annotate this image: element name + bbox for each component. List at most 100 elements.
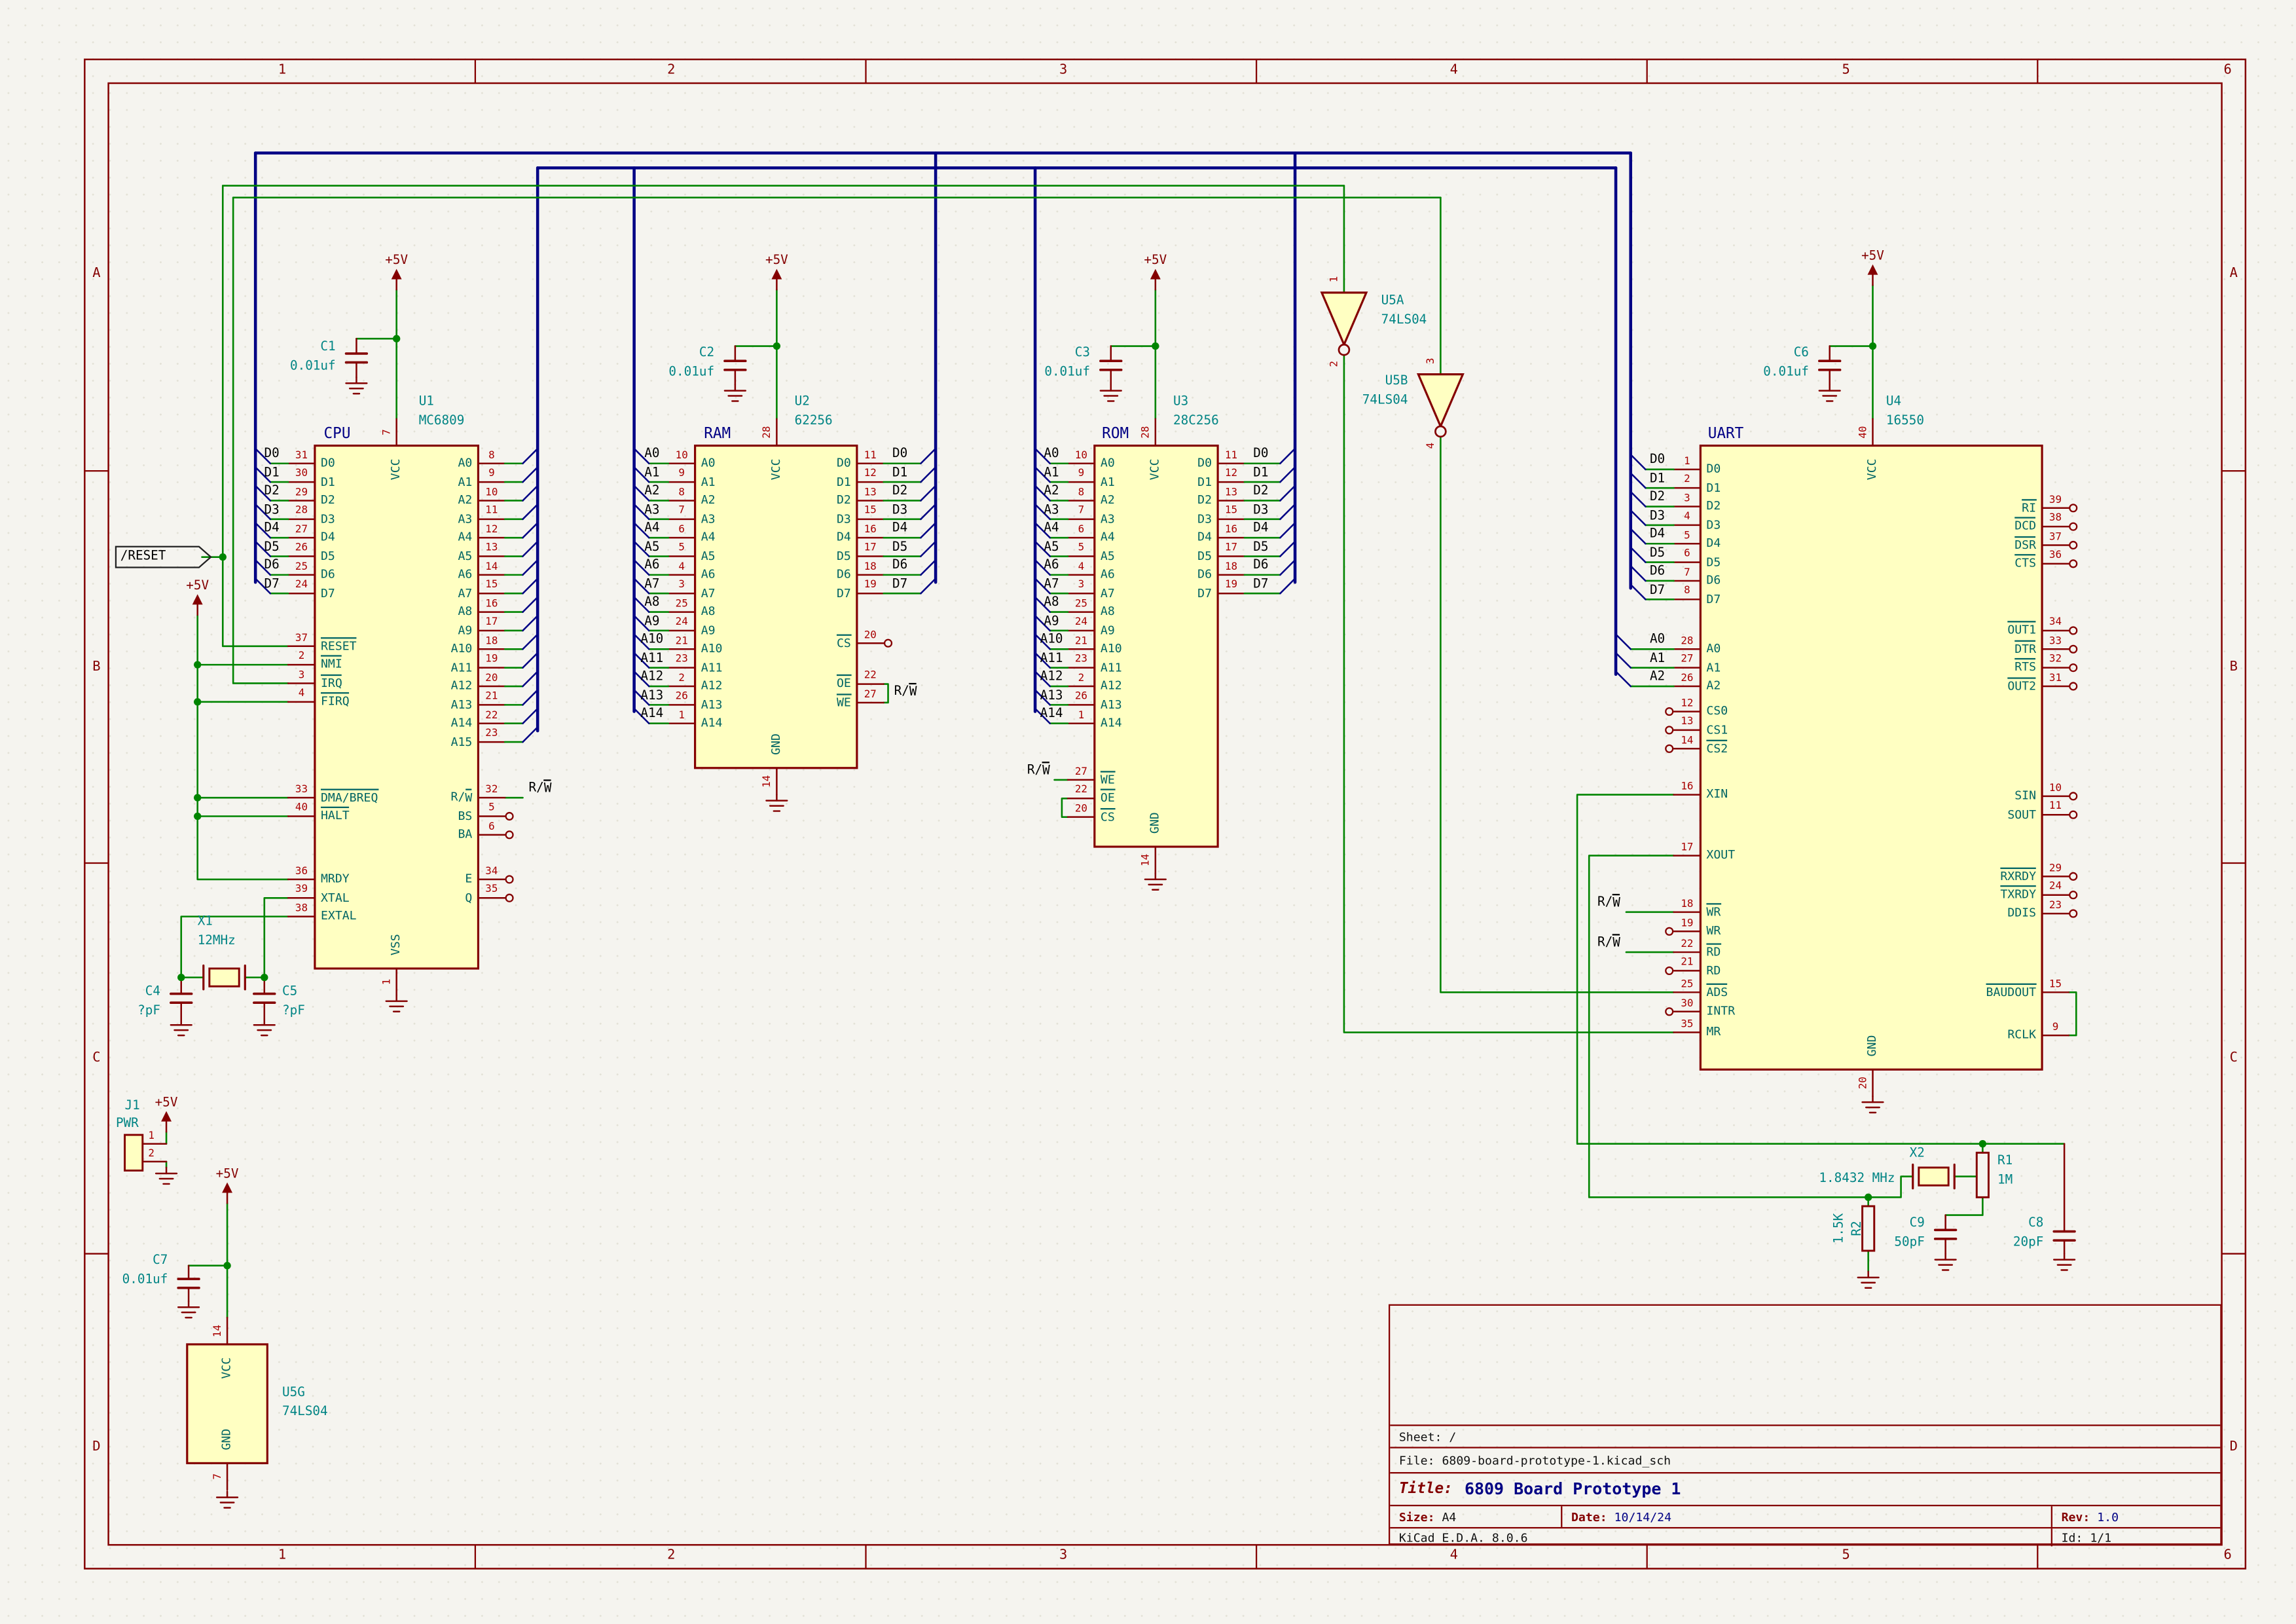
net-label[interactable]: A11 <box>640 651 664 666</box>
net-label[interactable]: A10 <box>1040 632 1063 648</box>
component-ref[interactable]: 62256 <box>794 414 833 430</box>
component-ref[interactable]: MC6809 <box>418 414 465 430</box>
component-ref[interactable]: U5A <box>1381 293 1404 309</box>
net-label[interactable]: D4 <box>892 521 908 536</box>
net-label[interactable]: D2 <box>1649 490 1666 505</box>
wire[interactable] <box>1588 855 1914 1198</box>
ic-body-ram[interactable] <box>694 444 858 769</box>
section-heading[interactable]: CPU <box>323 426 351 443</box>
net-label[interactable]: D4 <box>1253 521 1269 536</box>
net-label[interactable]: A5 <box>1044 540 1059 555</box>
net-label[interactable]: D3 <box>1253 502 1269 517</box>
net-label[interactable]: D3 <box>1649 508 1666 524</box>
component-ref[interactable]: C9 <box>1909 1216 1925 1231</box>
component-ref[interactable]: 74LS04 <box>282 1405 328 1420</box>
wire[interactable] <box>196 614 289 881</box>
ic-body-u5g[interactable] <box>186 1343 268 1464</box>
component-ref[interactable]: C5 <box>282 984 298 1000</box>
net-label[interactable]: A10 <box>640 632 664 648</box>
net-label[interactable]: A13 <box>640 688 664 703</box>
net-label[interactable]: D2 <box>1253 483 1269 499</box>
net-label[interactable]: D1 <box>892 465 908 481</box>
component-ref[interactable]: X1 <box>197 914 213 930</box>
net-label[interactable]: A14 <box>640 707 664 722</box>
net-label[interactable]: A0 <box>1044 447 1059 462</box>
net-label[interactable]: A2 <box>1044 483 1059 499</box>
component-ref[interactable]: U1 <box>418 394 434 410</box>
net-label[interactable]: D0 <box>1649 452 1666 468</box>
component-ref[interactable]: C2 <box>699 345 715 361</box>
component-ref[interactable]: R2 <box>1850 1221 1865 1236</box>
net-label[interactable]: D6 <box>892 558 908 574</box>
component-ref[interactable]: C6 <box>1793 345 1809 361</box>
net-label[interactable]: D7 <box>1253 576 1269 592</box>
net-label[interactable]: A8 <box>1044 595 1059 610</box>
wire[interactable] <box>1343 354 1675 1033</box>
net-label[interactable]: A9 <box>644 614 660 629</box>
component-ref[interactable]: C1 <box>320 339 336 355</box>
component-ref[interactable]: 28C256 <box>1173 414 1219 430</box>
net-label[interactable]: D5 <box>1649 545 1666 561</box>
net-label[interactable]: R/W <box>529 779 552 796</box>
component-ref[interactable]: U4 <box>1886 394 1902 410</box>
connector-body-j1[interactable] <box>124 1134 144 1172</box>
net-label[interactable]: A11 <box>1040 651 1063 666</box>
wire[interactable] <box>2068 991 2077 1037</box>
net-label[interactable]: D6 <box>1253 558 1269 574</box>
component-ref[interactable]: U3 <box>1173 394 1189 410</box>
component-ref[interactable]: C4 <box>145 984 160 1000</box>
component-ref[interactable]: 12MHz <box>197 934 236 949</box>
net-label[interactable]: A7 <box>1044 576 1059 592</box>
component-ref[interactable]: PWR <box>115 1116 139 1132</box>
net-label[interactable]: A6 <box>644 558 660 574</box>
net-label[interactable]: D0 <box>1253 447 1269 462</box>
component-ref[interactable]: U5G <box>282 1385 305 1401</box>
net-label[interactable]: D5 <box>892 540 908 555</box>
net-label[interactable]: A12 <box>640 669 664 685</box>
net-label[interactable]: A1 <box>1044 465 1059 481</box>
wire[interactable] <box>180 915 289 978</box>
section-heading[interactable]: ROM <box>1102 426 1129 443</box>
net-label[interactable]: D5 <box>1253 540 1269 555</box>
net-label[interactable]: D2 <box>892 483 908 499</box>
net-label[interactable]: D3 <box>892 502 908 517</box>
component-ref[interactable]: 16550 <box>1886 414 1924 430</box>
net-label[interactable]: A2 <box>644 483 660 499</box>
net-label[interactable]: R/W <box>1597 933 1620 951</box>
component-ref[interactable]: 20pF <box>2013 1235 2044 1251</box>
net-label[interactable]: D4 <box>264 521 280 536</box>
net-label[interactable]: A1 <box>644 465 660 481</box>
net-label[interactable]: D0 <box>264 447 280 462</box>
component-ref[interactable]: 50pF <box>1894 1235 1925 1251</box>
wire[interactable] <box>244 896 289 978</box>
net-label[interactable]: A13 <box>1040 688 1063 703</box>
component-ref[interactable]: 1.8432 MHz <box>1819 1172 1895 1187</box>
net-label[interactable]: D1 <box>264 465 280 481</box>
net-label[interactable]: D1 <box>1649 471 1666 487</box>
component-ref[interactable]: 0.01uf <box>1763 365 1809 380</box>
component-ref[interactable]: C7 <box>153 1253 168 1268</box>
net-label[interactable]: A14 <box>1040 707 1063 722</box>
net-label[interactable]: A5 <box>644 540 660 555</box>
section-heading[interactable]: UART <box>1707 426 1744 443</box>
component-ref[interactable]: 0.01uf <box>668 365 715 380</box>
net-label[interactable]: A4 <box>1044 521 1059 536</box>
wire[interactable] <box>1061 797 1069 818</box>
net-label[interactable]: A3 <box>1044 502 1059 517</box>
net-label[interactable]: A3 <box>644 502 660 517</box>
component-ref[interactable]: 0.01uf <box>289 359 336 375</box>
inverter-body-u5a[interactable] <box>1320 291 1368 348</box>
global-label-text[interactable]: /RESET <box>120 549 166 564</box>
net-label[interactable]: A7 <box>644 576 660 592</box>
net-label[interactable]: A6 <box>1044 558 1059 574</box>
net-label[interactable]: A12 <box>1040 669 1063 685</box>
component-ref[interactable]: R1 <box>1997 1154 2013 1169</box>
component-ref[interactable]: 74LS04 <box>1362 393 1408 409</box>
crystal-body-x1[interactable] <box>208 967 240 987</box>
net-label[interactable]: R/W <box>894 682 917 699</box>
net-label[interactable]: D3 <box>264 502 280 517</box>
net-label[interactable]: A1 <box>1649 651 1666 666</box>
net-label[interactable]: D7 <box>264 576 280 592</box>
component-ref[interactable]: X2 <box>1909 1146 1925 1162</box>
component-ref[interactable]: U2 <box>794 394 810 410</box>
